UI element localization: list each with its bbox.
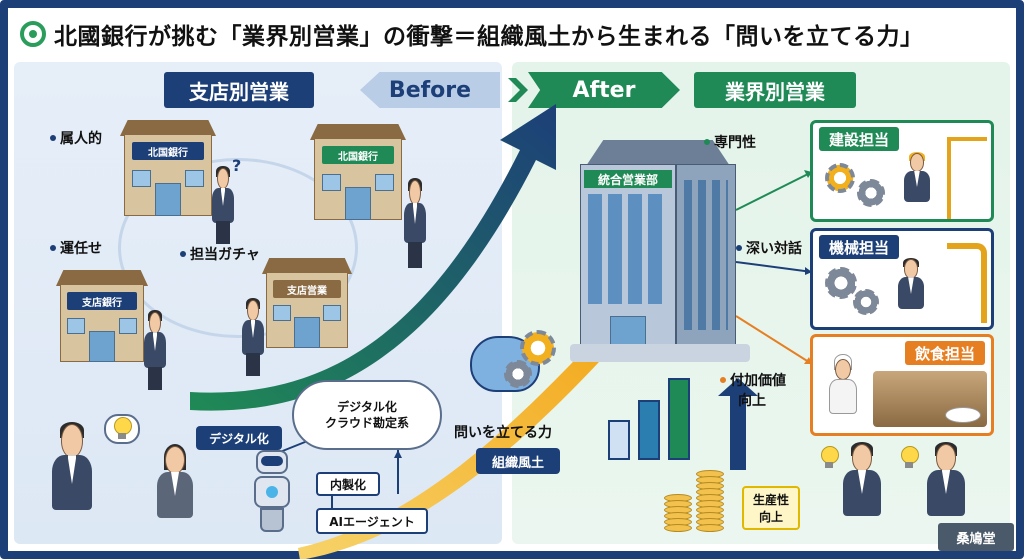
productivity-tag: 生産性 向上 [742,486,800,530]
bullet-dot-icon [736,245,742,251]
hq-plaza [570,344,750,362]
staff-man [920,442,972,544]
value-up-line: 付加価値 [720,370,786,390]
before-point-2: 運任せ [50,238,102,258]
bullet-dot-icon [720,377,726,383]
presenter-man [44,421,100,544]
presenter-woman [150,444,200,546]
productivity-text: 向上 [758,510,783,524]
role-title: 建設担当 [819,127,900,151]
title-bar: 北國銀行が挑む「業界別営業」の衝撃＝組織風土から生まれる「問いを立てる力」 [12,8,1012,60]
before-header: 支店別営業 [164,72,314,108]
brand-logo: 桑鳩堂 [938,523,1014,551]
after-point-2: 深い対話 [736,238,802,258]
after-arrow: After [528,72,680,108]
after-point-text: 深い対話 [746,241,802,257]
hq-sign: 統合営業部 [584,170,672,188]
role-card-construction: 建設担当 [810,120,994,222]
lightbulb-icon [900,446,919,470]
coin-stack [696,456,724,532]
hq-building: 統合営業部 [580,140,736,358]
branch-building-1: 北国銀行 [120,120,216,216]
cloud-box: デジタル化 クラウド勘定系 [292,380,442,450]
after-point-text: 専門性 [714,135,756,151]
robot-arm-icon [947,243,987,323]
ai-agent-tag: AIエージェント [316,508,428,534]
double-circle-icon [20,21,46,47]
role-card-machinery: 機械担当 [810,228,994,330]
value-up-label: 付加価値 向上 [720,370,786,410]
gear-icon [825,267,857,299]
role-title: 飲食担当 [904,341,985,365]
before-point-text: 担当ガチャ [190,247,260,263]
productivity-text: 生産性 [752,493,789,507]
digital-tag: デジタル化 [196,426,282,450]
dish-icon [945,407,981,423]
page-title: 北國銀行が挑む「業界別営業」の衝撃＝組織風土から生まれる「問いを立てる力」 [54,24,924,50]
culture-tag: 組織風土 [476,448,560,474]
value-up-text: 向上 [738,393,766,409]
branch-building-3: 支店営業 [262,258,352,348]
bullet-dot-icon [50,135,56,141]
gear-icon [504,360,532,388]
staff-man [836,442,888,544]
bullet-dot-icon [180,251,186,257]
cloud-line: デジタル化 [337,399,397,414]
role-card-food: 飲食担当 [810,334,994,436]
naisei-tag: 内製化 [316,472,380,496]
banker-person [400,178,430,268]
chef-person [823,354,863,435]
banker-person [140,310,170,390]
value-up-text: 付加価値 [730,373,786,389]
building-sign: 北国銀行 [321,146,395,164]
question-mark-icon: ? [232,156,242,175]
banker-person [238,298,268,376]
ai-robot-icon [248,450,296,534]
question-power-label: 問いを立てる力 [454,425,552,441]
banker-person [208,166,238,244]
lightbulb-icon [113,417,132,441]
before-point-3: 担当ガチャ [180,244,260,264]
role-title: 機械担当 [819,235,900,259]
bullet-dot-icon [704,139,710,145]
crane-icon [947,137,987,219]
branch-building-2: 北国銀行 [310,124,406,220]
building-sign: 支店銀行 [67,292,137,310]
lightbulb-icon [820,446,839,470]
before-point-1: 属人的 [50,128,102,148]
coin-stack [664,484,692,532]
growth-bar [668,378,690,460]
after-point-1: 専門性 [704,132,756,152]
bullet-dot-icon [50,245,56,251]
construction-staff [899,151,935,221]
building-sign: 支店営業 [272,280,342,298]
branch-building-4: 支店銀行 [56,270,148,362]
hardhat-icon [825,163,855,193]
before-arrow: Before [360,72,500,108]
gear-icon [520,330,556,366]
cloud-line: クラウド勘定系 [324,416,409,430]
before-point-text: 属人的 [60,131,102,147]
before-point-text: 運任せ [60,241,102,257]
gear-icon [857,179,885,207]
gear-icon [853,289,879,315]
after-header: 業界別営業 [694,72,856,108]
machinery-staff [893,257,929,329]
building-sign: 北国銀行 [131,142,205,160]
growth-bar [638,400,660,460]
growth-bar [608,420,630,460]
